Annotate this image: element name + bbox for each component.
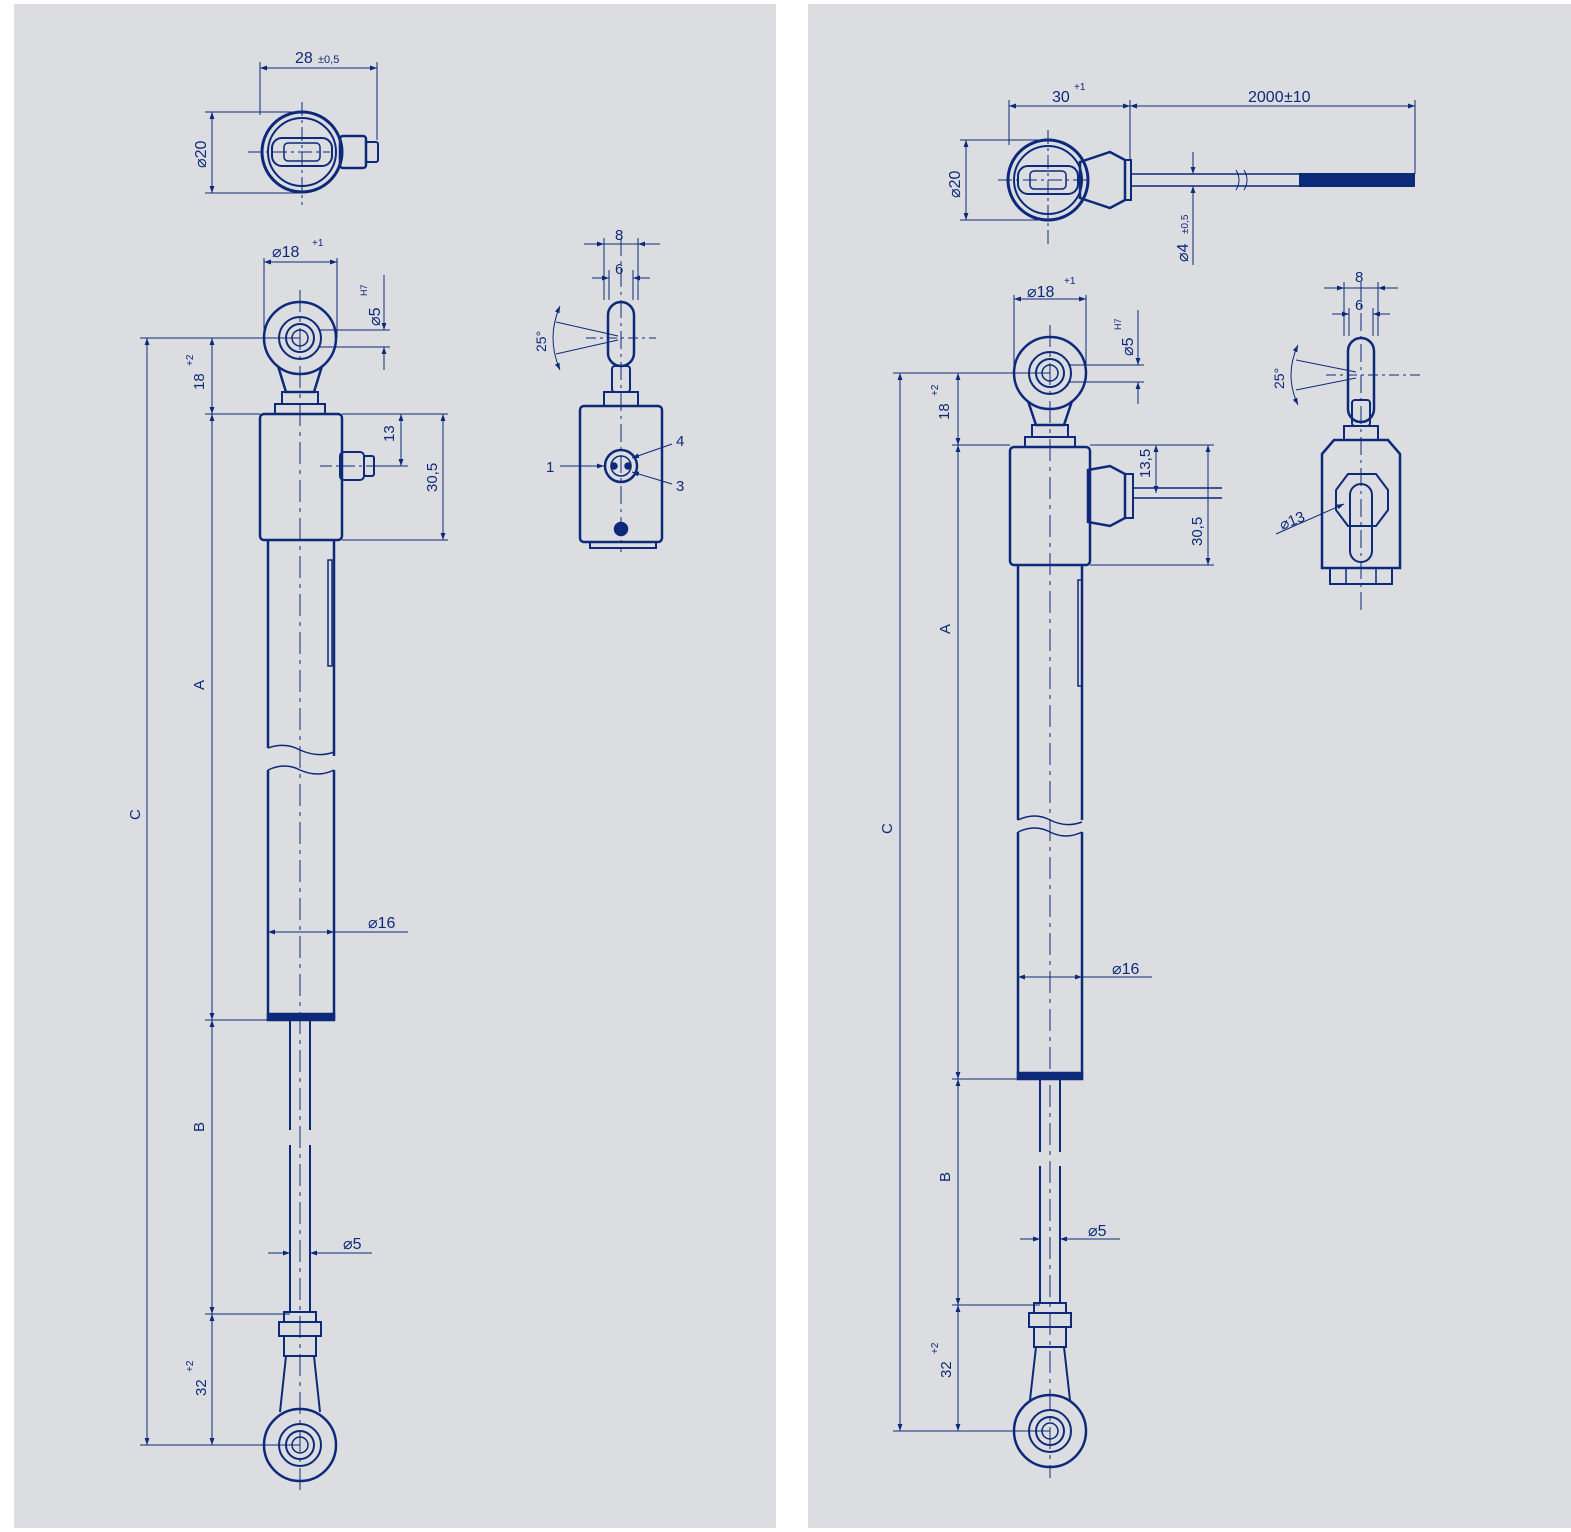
- right-panel: 30 +1 2000 ±10 ⌀20 ⌀4 ±0,5: [808, 4, 1571, 1528]
- left-side-w1-label: 8: [615, 227, 623, 244]
- right-dim-b-label: B: [937, 1172, 954, 1182]
- left-body-offset-label: 13: [381, 425, 398, 442]
- left-top-dia-label: ⌀20: [193, 140, 210, 168]
- right-pin-dia-label: ⌀5: [1120, 337, 1137, 356]
- right-side-w1-label: 8: [1355, 269, 1363, 286]
- left-dim-a-label: A: [191, 680, 208, 690]
- right-pin-fit-label: H7: [1113, 318, 1123, 330]
- right-top-width-tol: +1: [1074, 82, 1086, 93]
- right-tail-len-label: 32: [938, 1361, 955, 1378]
- left-body-len-label: 30,5: [424, 463, 441, 492]
- left-side-w2-label: 6: [615, 261, 623, 278]
- right-cable-len-label: 2000: [1248, 89, 1284, 106]
- right-panel-background: [808, 4, 1571, 1528]
- left-top-width-tol: ±0,5: [318, 54, 339, 66]
- right-head-len-tol: +2: [930, 384, 941, 396]
- left-pin-dia-label: ⌀5: [367, 307, 384, 326]
- left-pin1-label: 1: [546, 459, 554, 476]
- left-dimensions: [140, 258, 448, 1446]
- right-eye-dia-tol: +1: [1064, 276, 1076, 287]
- right-dimensions: [893, 295, 1214, 1432]
- right-dim-a-label: A: [937, 624, 954, 634]
- right-rod-dia-label: ⌀5: [1088, 1223, 1107, 1240]
- left-pin4-label: 4: [676, 433, 684, 450]
- left-top-view: [205, 62, 379, 205]
- left-eye-dia-tol: +1: [312, 238, 324, 249]
- right-head-len-label: 18: [936, 403, 953, 420]
- right-eye-dia-label: ⌀18: [1027, 284, 1055, 301]
- right-cable-dia-label: ⌀4: [1175, 243, 1192, 262]
- left-rod-dia-label: ⌀5: [343, 1236, 362, 1253]
- right-body-offset-label: 13,5: [1137, 449, 1154, 478]
- right-body-len-label: 30,5: [1189, 517, 1206, 546]
- left-tube-dia-label: ⌀16: [368, 915, 396, 932]
- right-top-dia-label: ⌀20: [947, 170, 964, 198]
- right-tube-dia-label: ⌀16: [1112, 961, 1140, 978]
- left-side-dims: [552, 238, 673, 552]
- left-dim-c-label: C: [127, 809, 144, 820]
- left-tail-len-label: 32: [193, 1379, 210, 1396]
- left-pin-fit-label: H7: [359, 284, 369, 296]
- right-angle-label: 25°: [1271, 368, 1287, 389]
- left-tail-len-tol: +2: [185, 1360, 196, 1372]
- right-cable-dia-tol: ±0,5: [1180, 214, 1191, 234]
- left-panel-background: [14, 4, 776, 1528]
- right-tail-len-tol: +2: [930, 1342, 941, 1354]
- right-side-w2-label: 6: [1355, 297, 1363, 314]
- left-panel: 28 ±0,5 ⌀20: [14, 4, 776, 1528]
- left-head-len-label: 18: [191, 373, 208, 390]
- left-eye-dia-label: ⌀18: [272, 244, 300, 261]
- left-top-width-label: 28: [295, 50, 313, 67]
- right-cable-len-tol: ±10: [1284, 89, 1311, 106]
- right-dim-c-label: C: [879, 823, 896, 834]
- left-pin3-label: 3: [676, 478, 684, 495]
- right-top-view: [960, 100, 1416, 265]
- left-angle-label: 25°: [533, 331, 549, 352]
- right-side-dims: [1275, 282, 1420, 612]
- right-top-width-label: 30: [1052, 89, 1070, 106]
- left-dim-b-label: B: [191, 1122, 208, 1132]
- left-head-len-tol: +2: [185, 354, 196, 366]
